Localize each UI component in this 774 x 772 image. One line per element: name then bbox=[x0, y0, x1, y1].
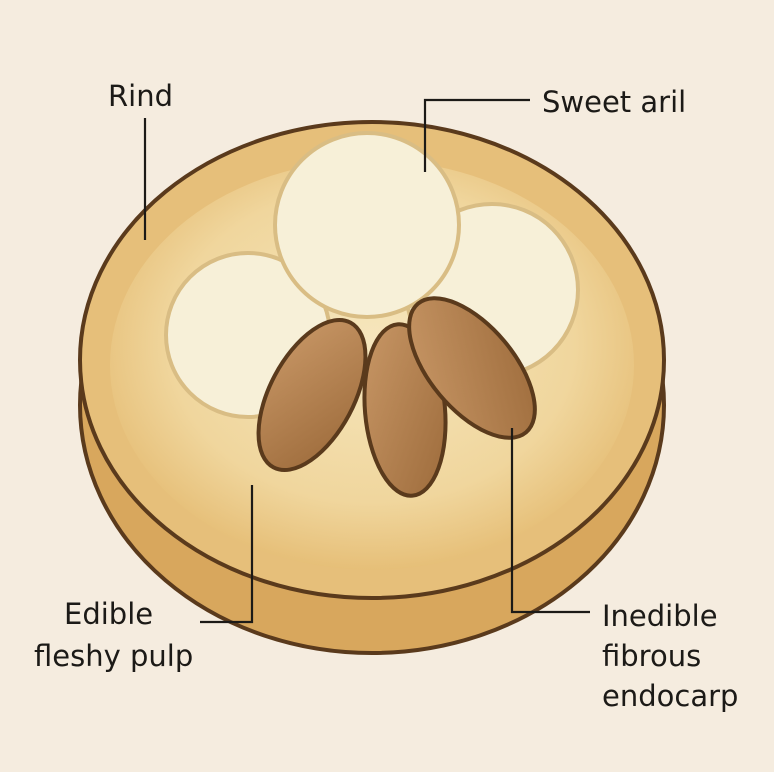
label-pulp-line1: Edible bbox=[64, 597, 154, 631]
endocarp-leader bbox=[510, 428, 590, 614]
pulp-leader bbox=[200, 485, 254, 624]
aril-top bbox=[273, 131, 461, 319]
label-pulp-line2: fleshy pulp bbox=[34, 639, 194, 673]
leader-lines bbox=[143, 98, 590, 624]
seed-left bbox=[256, 317, 368, 473]
seed-right bbox=[407, 296, 537, 440]
label-endocarp-line2: fibrous bbox=[602, 639, 702, 673]
label-endocarp-line3: endocarp bbox=[602, 679, 739, 713]
aril-leader bbox=[423, 98, 530, 172]
label-rind: Rind bbox=[108, 79, 173, 113]
endocarp-seeds bbox=[256, 296, 537, 498]
label-endocarp-line1: Inedible bbox=[602, 599, 718, 633]
label-sweet-aril: Sweet aril bbox=[542, 85, 687, 119]
